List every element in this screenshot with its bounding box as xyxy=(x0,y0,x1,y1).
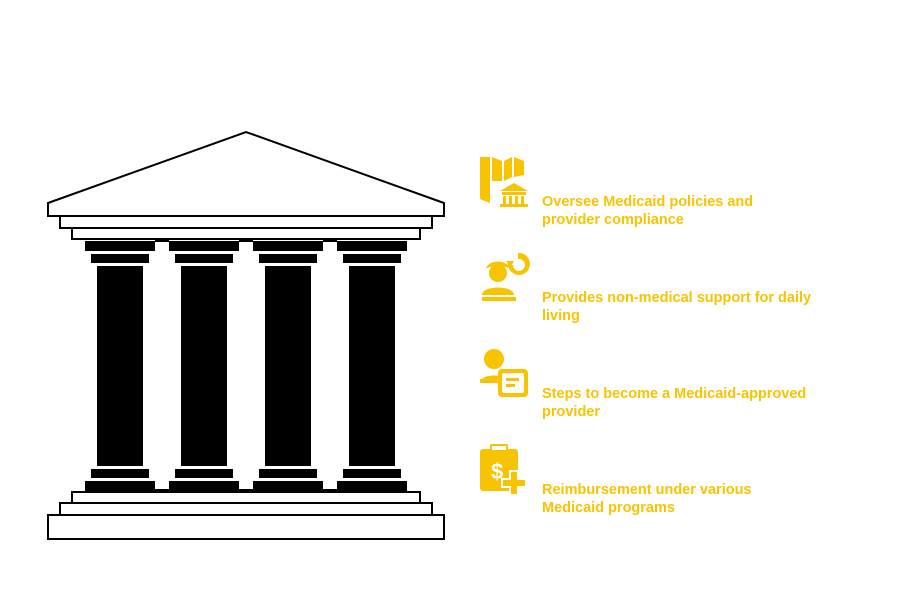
item-reimbursement: $ Reimbursement under various Medicaid p… xyxy=(478,443,858,523)
temple-column-2 xyxy=(169,241,239,491)
temple-column-1 xyxy=(85,241,155,491)
temple-column-4 xyxy=(337,241,407,491)
provider-application-icon xyxy=(480,349,528,397)
item-provider-application: Steps to become a Medicaid-approved prov… xyxy=(478,347,858,427)
temple-entablature-lower xyxy=(71,227,421,240)
item-label-line: provider compliance xyxy=(542,212,684,228)
temple-illustration xyxy=(47,130,445,540)
temple-entablature-upper xyxy=(59,215,433,229)
item-label-line: Oversee Medicaid policies and xyxy=(542,194,754,210)
item-label-line: Reimbursement under various xyxy=(542,482,752,498)
item-caregiver-support: Provides non-medical support for daily l… xyxy=(478,251,858,331)
temple-pediment xyxy=(47,130,445,217)
item-label-line: Provides non-medical support for daily xyxy=(542,290,812,306)
medicaid-policy-icon xyxy=(480,157,528,207)
temple-joints-bottom xyxy=(155,489,337,492)
svg-text:$: $ xyxy=(491,459,503,484)
temple-column-3 xyxy=(253,241,323,491)
item-label-line: living xyxy=(542,308,580,324)
item-label-line: Steps to become a Medicaid-approved xyxy=(542,386,807,402)
item-medicaid-policy: Oversee Medicaid policies and provider c… xyxy=(478,155,858,235)
item-label-line: Medicaid programs xyxy=(542,500,675,516)
item-label-line: provider xyxy=(542,404,601,420)
caregiver-support-icon xyxy=(482,252,530,301)
reimbursement-icon: $ xyxy=(480,444,527,496)
temple-base-step-3 xyxy=(47,514,445,540)
temple-base-step-2 xyxy=(59,502,433,516)
temple-joints-top xyxy=(155,239,337,242)
temple-base-step-1 xyxy=(71,491,421,504)
